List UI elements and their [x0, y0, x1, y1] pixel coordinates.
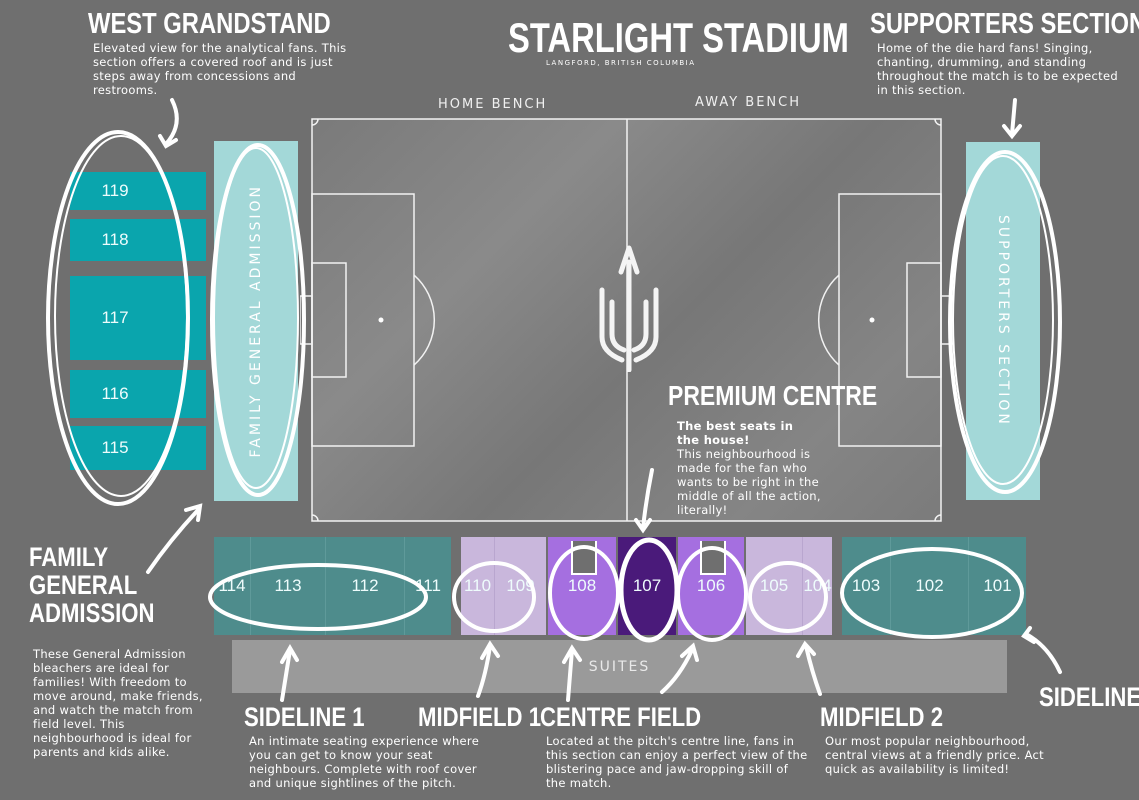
supporters-section-band[interactable]: SUPPORTERS SECTION — [966, 142, 1040, 500]
trident-logo — [599, 245, 659, 372]
section-115[interactable]: 115 — [70, 426, 206, 470]
sideline-1-desc: An intimate seating experience where you… — [249, 734, 480, 790]
sideline-1-title: SIDELINE 1 — [244, 702, 365, 732]
sideline-2-title: SIDELINE 2 — [1039, 682, 1139, 712]
west-grandstand-title: WEST GRANDSTAND — [88, 8, 331, 40]
section-117[interactable]: 117 — [70, 276, 206, 360]
midfield-1-title: MIDFIELD 1 — [418, 702, 542, 732]
family-ga-title: FAMILY GENERAL ADMISSION — [29, 542, 155, 628]
section-102[interactable]: 102 — [890, 537, 968, 635]
midfield-2-title: MIDFIELD 2 — [820, 702, 944, 732]
midfield-2-desc: Our most popular neighbourhood, central … — [825, 734, 1044, 776]
section-105[interactable]: 105 — [746, 537, 802, 635]
home-bench-label: HOME BENCH — [438, 97, 548, 112]
supporters-vertical-label: SUPPORTERS SECTION — [995, 215, 1011, 427]
stadium-location: LANGFORD, BRITISH COLUMBIA — [546, 59, 696, 67]
section-110[interactable]: 110 — [461, 537, 494, 635]
supporters-section-desc: Home of the die hard fans! Singing, chan… — [877, 41, 1118, 97]
section-103[interactable]: 103 — [842, 537, 890, 635]
centre-field-title: CENTRE FIELD — [540, 702, 702, 732]
away-bench-label: AWAY BENCH — [695, 95, 801, 110]
centre-field-desc: Located at the pitch's centre line, fans… — [546, 734, 808, 790]
section-106[interactable]: 106 — [678, 537, 744, 635]
premium-centre-tagline: The best seats in the house! — [677, 419, 794, 447]
suites-block[interactable]: SUITES — [232, 640, 1007, 693]
suites-label: SUITES — [588, 658, 651, 675]
family-ga-desc: These General Admission bleachers are id… — [33, 647, 203, 759]
premium-centre-title: PREMIUM CENTRE — [668, 380, 878, 411]
west-grandstand-desc: Elevated view for the analytical fans. T… — [93, 41, 347, 97]
supporters-section-title: SUPPORTERS SECTION — [870, 8, 1139, 40]
section-119[interactable]: 119 — [70, 172, 206, 210]
west-grandstand-sections: 119 118 117 116 115 — [70, 172, 210, 470]
stadium-title: STARLIGHT STADIUM — [508, 14, 849, 61]
premium-centre-desc: This neighbourhood is made for the fan w… — [677, 447, 821, 517]
section-113[interactable]: 113 — [250, 537, 325, 635]
pitch-markings — [300, 118, 954, 522]
